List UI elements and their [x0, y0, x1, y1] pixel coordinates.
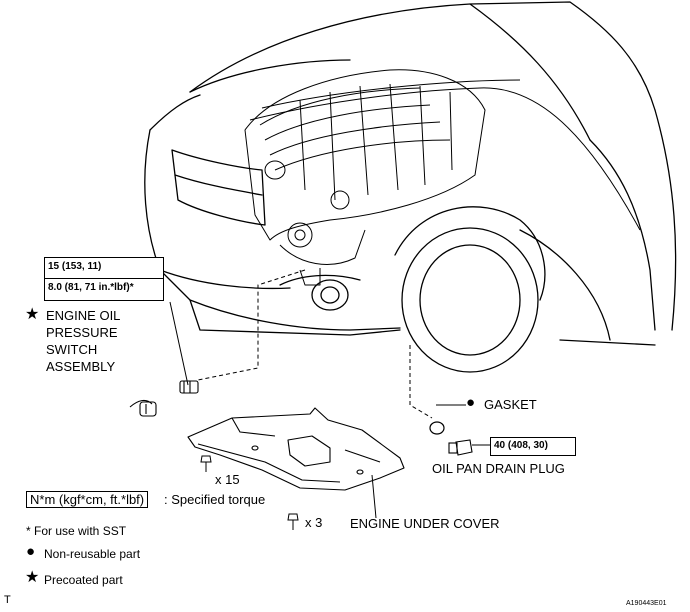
drain-plug-torque: 40 (408, 30): [494, 440, 548, 451]
switch-label-2: PRESSURE: [46, 325, 118, 340]
gasket-label: GASKET: [484, 397, 537, 412]
switch-label-4: ASSEMBLY: [46, 359, 116, 374]
precoated-star-icon: ★: [25, 306, 40, 323]
drain-plug-label: OIL PAN DRAIN PLUG: [432, 461, 565, 476]
switch-label-3: SWITCH: [46, 342, 98, 357]
bolt-count-15: x 15: [215, 472, 240, 487]
legend-star-icon: ★: [25, 569, 40, 586]
switch-torque-line-2: 8.0 (81, 71 in.*lbf)*: [48, 282, 134, 293]
bolt-count-3: x 3: [305, 515, 323, 530]
legend-torque-text: : Specified torque: [164, 492, 266, 507]
under-cover-label: ENGINE UNDER COVER: [350, 516, 500, 531]
box-divider: [45, 278, 163, 279]
legend-precoated: Precoated part: [44, 573, 123, 587]
corner-letter: T: [4, 594, 11, 606]
legend-torque-units-box: N*m (kgf*cm, ft.*lbf): [26, 491, 149, 508]
legend-non-reusable: Non-reusable part: [44, 547, 141, 561]
non-reusable-dot-icon: ●: [466, 394, 476, 411]
switch-label-1: ENGINE OIL: [46, 308, 121, 323]
drain-plug-torque-box: 40 (408, 30): [490, 437, 576, 456]
figure-id: A190443E01: [626, 600, 667, 607]
legend-dot-icon: ●: [26, 543, 36, 560]
switch-torque-box: 15 (153, 11) 8.0 (81, 71 in.*lbf)*: [44, 257, 164, 301]
switch-torque-line-1: 15 (153, 11): [48, 261, 102, 272]
legend-sst-note: * For use with SST: [26, 524, 127, 538]
